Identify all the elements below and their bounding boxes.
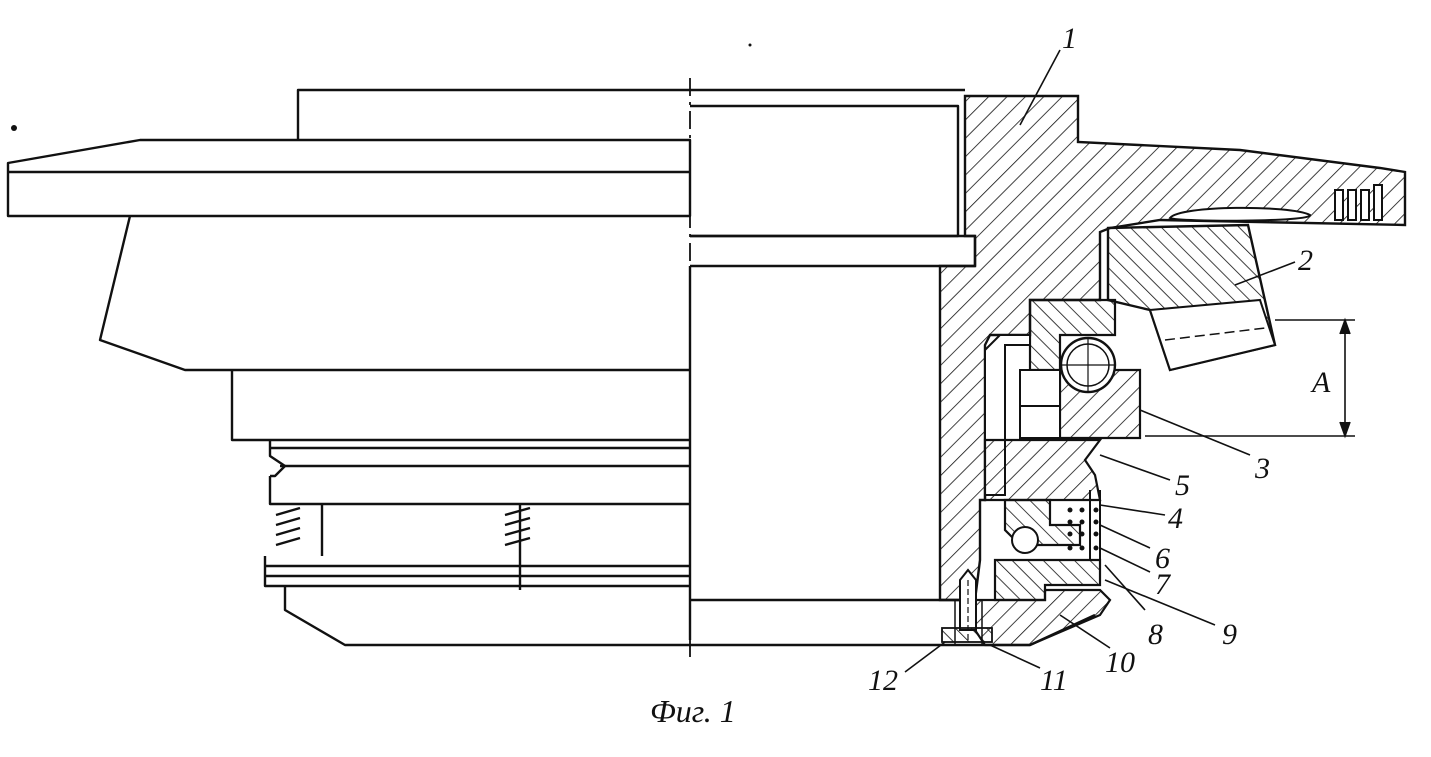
part-labels: 1 2 3 4 5 6 7 8 9 10 11 12 A xyxy=(868,22,1331,697)
lower-ring xyxy=(263,556,690,588)
spring-coils xyxy=(1067,507,1099,551)
label-7: 7 xyxy=(1155,568,1172,601)
label-11: 11 xyxy=(1040,664,1068,697)
label-10: 10 xyxy=(1105,646,1135,679)
label-9: 9 xyxy=(1222,618,1237,651)
middle-body xyxy=(230,370,690,442)
dimension-A xyxy=(1145,317,1355,439)
leader-lines xyxy=(904,49,1296,673)
figure-caption: Фиг. 1 xyxy=(650,693,736,729)
label-1: 1 xyxy=(1062,22,1077,55)
cone-body xyxy=(98,215,690,372)
outline-group xyxy=(6,88,1096,647)
label-2: 2 xyxy=(1298,244,1313,277)
label-12: 12 xyxy=(868,664,898,697)
label-8: 8 xyxy=(1148,618,1163,651)
bottom-part-left xyxy=(283,586,690,647)
dimension-label-A: A xyxy=(1310,366,1331,399)
o-ring xyxy=(1011,526,1039,554)
label-5: 5 xyxy=(1175,469,1190,502)
label-4: 4 xyxy=(1168,502,1183,535)
teeth xyxy=(1334,184,1383,221)
part-5 xyxy=(983,438,1103,502)
top-flange-left xyxy=(6,138,692,218)
label-6: 6 xyxy=(1155,542,1170,575)
label-3: 3 xyxy=(1254,452,1270,485)
hub-top-outline xyxy=(296,88,965,140)
